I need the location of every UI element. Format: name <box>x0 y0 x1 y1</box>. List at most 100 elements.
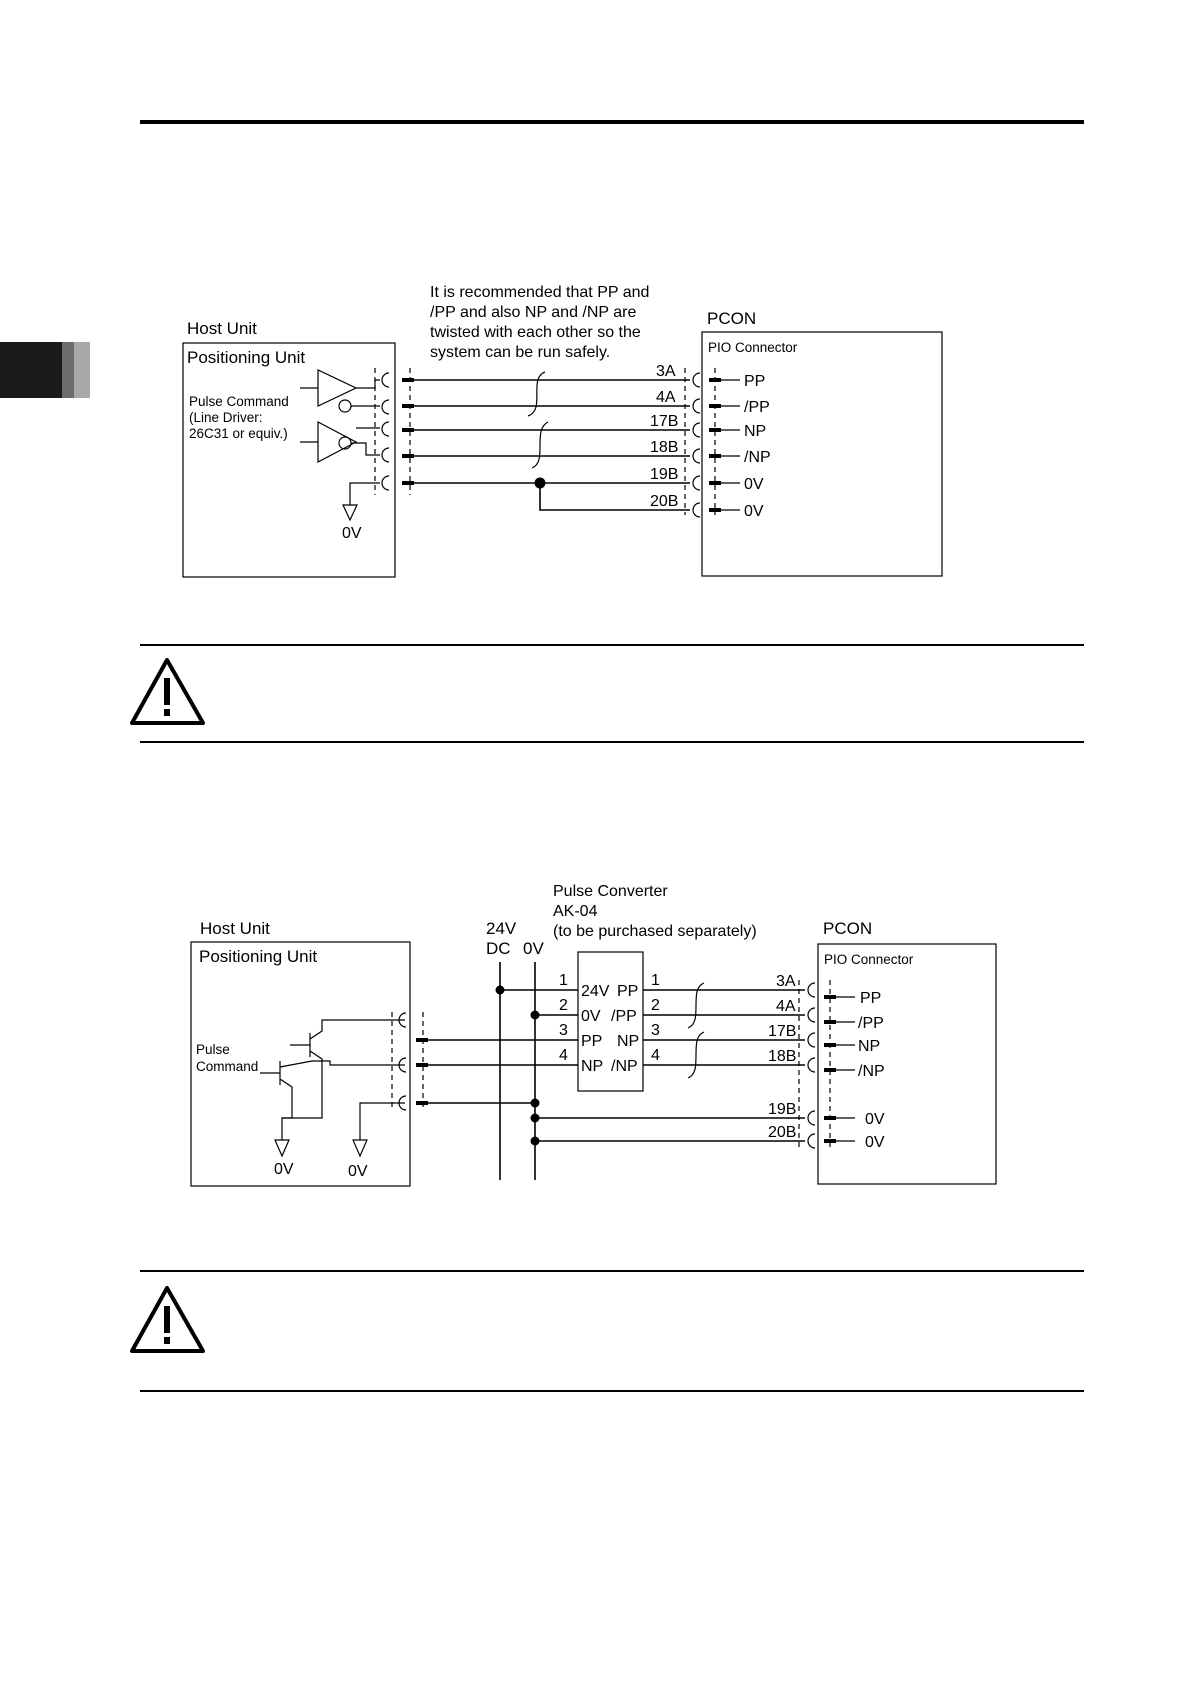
ground-icon <box>352 1139 368 1158</box>
signal-label: /NP <box>858 1063 885 1080</box>
converter-left-term: NP <box>581 1058 603 1075</box>
signal-label: /PP <box>744 399 770 416</box>
twist-note-line-4: system can be run safely. <box>430 344 610 361</box>
converter-label-3: (to be purchased separately) <box>553 923 757 940</box>
signal-label: 0V <box>865 1111 885 1128</box>
pcon-connector <box>684 368 740 518</box>
converter-right-term: PP <box>617 983 638 1000</box>
pulse-converter-box <box>577 951 644 1092</box>
pcon-label: PCON <box>823 919 872 938</box>
converter-left-term: PP <box>581 1033 602 1050</box>
pulse-command-label-2: (Line Driver: <box>189 410 263 425</box>
pin-label: 3A <box>776 973 796 990</box>
positioning-unit-label: Positioning Unit <box>187 348 305 367</box>
caution-2-bottom-rule <box>140 1390 1084 1392</box>
pulse-label-1: Pulse <box>196 1042 230 1057</box>
warning-triangle-icon <box>130 1286 205 1353</box>
positioning-unit-box <box>190 941 411 1187</box>
converter-input-wires <box>428 985 805 1146</box>
converter-left-num: 4 <box>559 1047 568 1064</box>
pin-label: 19B <box>768 1101 796 1118</box>
chapter-tab-shade-1 <box>62 342 74 398</box>
twist-note-line-3: twisted with each other so the <box>430 324 641 341</box>
converter-label-1: Pulse Converter <box>553 883 668 900</box>
pulse-command-label-1: Pulse Command <box>189 394 289 409</box>
supply-0v-label: 0V <box>523 939 544 958</box>
converter-left-num: 3 <box>559 1022 568 1039</box>
twist-note-line-2: /PP and also NP and /NP are <box>430 304 636 321</box>
converter-left-num: 1 <box>559 972 568 989</box>
supply-dc-label: DC <box>486 939 511 958</box>
line-driver-2 <box>300 421 380 463</box>
positioning-unit-box <box>182 342 396 578</box>
converter-right-num: 3 <box>651 1022 660 1039</box>
twist-mark-1 <box>527 371 546 417</box>
signal-label: PP <box>744 373 765 390</box>
ground-icon <box>342 504 358 522</box>
host-unit-label: Host Unit <box>200 919 270 938</box>
pcon-label: PCON <box>707 309 756 328</box>
host-ground-wire <box>349 482 380 505</box>
caution-2-top-rule <box>140 1270 1084 1272</box>
converter-right-term: /PP <box>611 1008 637 1025</box>
ground-icon <box>274 1139 290 1158</box>
pcon-connector <box>798 980 855 1150</box>
pin-label: 3A <box>656 363 676 380</box>
converter-right-num: 1 <box>651 972 660 989</box>
diagram-1: It is recommended that PP and /PP and al… <box>182 284 943 578</box>
converter-left-term: 24V <box>581 983 610 1000</box>
pin-label: 17B <box>768 1023 796 1040</box>
output-transistors <box>260 1019 405 1140</box>
pin-label: 4A <box>656 389 676 406</box>
converter-output-wires <box>643 982 805 1079</box>
converter-left-term: 0V <box>581 1008 601 1025</box>
pin-label: 17B <box>650 413 678 430</box>
twist-mark-2 <box>687 1031 705 1079</box>
positioning-unit-label: Positioning Unit <box>199 947 317 966</box>
chapter-tab <box>0 342 62 398</box>
pin-label: 4A <box>776 998 796 1015</box>
converter-right-term: NP <box>617 1033 639 1050</box>
host-connector <box>374 368 411 495</box>
pulse-label-2: Command <box>196 1059 258 1074</box>
host-unit-label: Host Unit <box>187 319 257 338</box>
pcon-box <box>701 331 943 577</box>
signal-wires <box>402 371 690 511</box>
caution-1-top-rule <box>140 644 1084 646</box>
twist-mark-1 <box>687 982 705 1029</box>
ground-label: 0V <box>348 1163 368 1180</box>
supply-24v-label: 24V <box>486 919 517 938</box>
host-connector <box>391 1012 428 1111</box>
converter-label-2: AK-04 <box>553 903 598 920</box>
chapter-tab-shade-2 <box>74 342 90 398</box>
pin-label: 20B <box>650 493 678 510</box>
pcon-box <box>817 943 997 1185</box>
pin-label: 18B <box>768 1048 796 1065</box>
converter-right-num: 4 <box>651 1047 660 1064</box>
signal-label: /NP <box>744 449 771 466</box>
converter-left-num: 2 <box>559 997 568 1014</box>
signal-label: NP <box>858 1038 880 1055</box>
pin-label: 20B <box>768 1124 796 1141</box>
converter-right-term: /NP <box>611 1058 638 1075</box>
caution-1-bottom-rule <box>140 741 1084 743</box>
signal-label: NP <box>744 423 766 440</box>
converter-right-num: 2 <box>651 997 660 1014</box>
header-rule <box>140 120 1084 124</box>
pio-connector-label: PIO Connector <box>824 952 914 967</box>
diagram-2: Pulse Converter AK-04 (to be purchased s… <box>190 883 997 1187</box>
signal-label: PP <box>860 990 881 1007</box>
pulse-command-label-3: 26C31 or equiv.) <box>189 426 288 441</box>
twist-mark-2 <box>531 421 549 469</box>
signal-label: /PP <box>858 1015 884 1032</box>
pin-label: 18B <box>650 439 678 456</box>
ground-label: 0V <box>274 1161 294 1178</box>
pin-label: 19B <box>650 466 678 483</box>
line-driver-1 <box>300 369 380 413</box>
twist-note-line-1: It is recommended that PP and <box>430 284 649 301</box>
junction-dot <box>534 477 546 489</box>
pio-connector-label: PIO Connector <box>708 340 798 355</box>
signal-label: 0V <box>865 1134 885 1151</box>
host-ground-label: 0V <box>342 525 362 542</box>
